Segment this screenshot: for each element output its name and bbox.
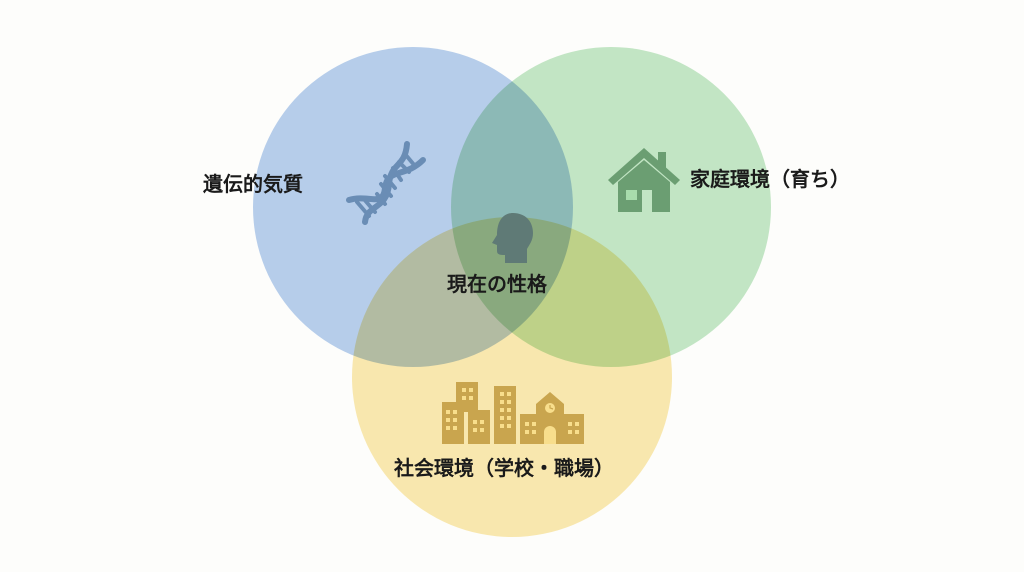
family-label: 家庭環境（育ち） [690,167,850,191]
house-icon [606,146,682,214]
social-label: 社会環境（学校・職場） [394,456,614,480]
dna-icon [343,138,429,228]
genetic-label: 遺伝的気質 [203,172,303,196]
center-label: 現在の性格 [447,272,547,296]
head-profile-icon [489,211,535,265]
city-buildings-icon [440,380,586,446]
social-circle [352,217,672,537]
